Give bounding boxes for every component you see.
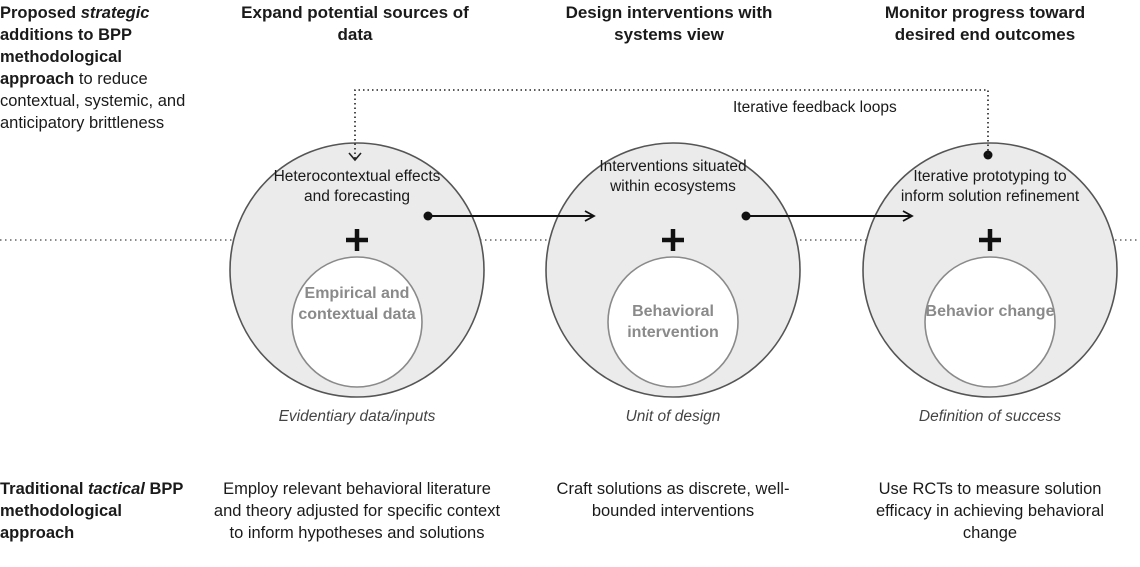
tactical-emphasis: tactical <box>88 480 145 498</box>
arrow-design-to-success <box>741 210 914 222</box>
footer-data: Employ relevant behavioral literature an… <box>213 480 501 542</box>
outer-label-design: Interventions situated within ecosystems <box>599 158 747 195</box>
caption-design: Unit of design <box>625 408 721 425</box>
strategic-description: Proposed strategic additions to BPP meth… <box>0 2 200 134</box>
inner-circle-design <box>607 256 739 388</box>
strategic-prefix: Proposed <box>0 4 81 22</box>
tactical-prefix: Traditional <box>0 480 89 498</box>
caption-data: Evidentiary data/inputs <box>278 408 436 425</box>
strategic-emphasis: strategic <box>80 4 150 22</box>
strategic-purpose: to reduce contextual, systemic, and anti… <box>0 70 186 132</box>
arrow-data-to-design <box>423 210 596 222</box>
plus-icon <box>979 229 1001 251</box>
tactical-title-rest: BPP methodological approach <box>0 480 184 542</box>
inner-circle-success <box>924 256 1056 388</box>
column-3-header: Monitor progress toward desired end outc… <box>884 3 1086 44</box>
inner-label-success: Behavior change <box>925 303 1055 320</box>
inner-circle-data <box>291 256 423 388</box>
inner-label-data: Empirical and contextual data <box>298 285 416 323</box>
strategic-title-rest: additions to BPP methodological approach <box>0 26 132 88</box>
plus-icon <box>346 229 368 251</box>
inner-label-design: Behavioral intervention <box>627 303 719 341</box>
outer-label-success: Iterative prototyping to inform solution… <box>900 168 1080 205</box>
feedback-loop-label: Iterative feedback loops <box>733 99 897 116</box>
footer-design: Craft solutions as discrete, well-bounde… <box>556 480 790 520</box>
footer-success: Use RCTs to measure solution efficacy in… <box>875 480 1105 542</box>
column-2-header: Design interventions with systems view <box>565 3 773 44</box>
tactical-description: Traditional tactical BPP methodological … <box>0 478 200 544</box>
outer-label-data: Heterocontextual effects and forecasting <box>273 168 441 205</box>
feedback-loop-arrow <box>348 89 993 162</box>
column-1-header: Expand potential sources of data <box>241 3 469 44</box>
plus-icon <box>662 229 684 251</box>
caption-success: Definition of success <box>918 408 1062 425</box>
